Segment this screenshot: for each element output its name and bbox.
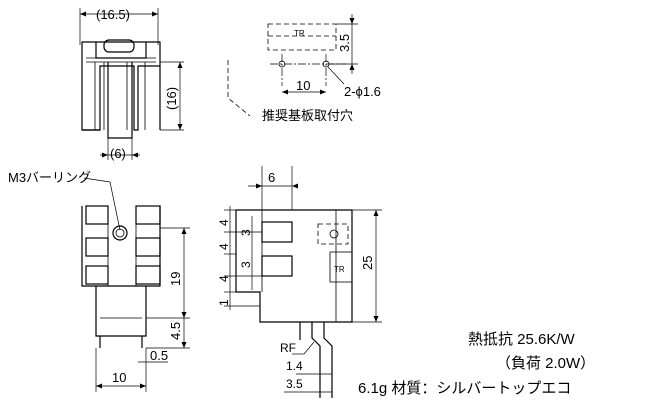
spec-thermal: 熱抵抗 25.6K/W [468,331,576,348]
pcb-hole-view: TR 3.5 10 2-ϕ1.6 推奨基板取付穴 [227,14,381,123]
top-view: (16.5) (16) (6) [79,7,184,161]
dim-pcb-h: 3.5 [337,34,352,52]
dim-side-3-5: 3.5 [286,377,303,391]
dim-side-s5: 4 [217,275,231,282]
dim-side-s3: 4 [217,243,231,250]
dim-side-top: 6 [268,170,275,185]
dim-side-s2: 3 [239,229,253,236]
dim-pcb-pitch: 10 [296,78,310,93]
spec-block: 熱抵抗 25.6K/W （負荷 2.0W） 6.1g 材質：シルバートップエコ [358,331,595,397]
dim-front-fin: 19 [168,272,183,286]
dim-pcb-hole: 2-ϕ1.6 [344,84,381,99]
side-view: 6 TR 4 3 4 3 4 1 25 RF [217,166,382,398]
spec-weight-material: 6.1g 材質：シルバートップエコ [358,379,571,397]
spec-load: （負荷 2.0W） [496,355,595,372]
dim-front-pin: 0.5 [150,348,168,363]
dim-top-height: (16) [164,87,179,110]
dim-top-tab: (6) [110,146,126,161]
label-mount-hole: 推奨基板取付穴 [262,108,353,123]
tr-label-pcb: TR [294,29,305,38]
dim-side-1-4: 1.4 [286,359,303,373]
dim-side-height: 25 [360,256,375,270]
dim-side-s6: 1 [217,299,231,306]
front-view: M3バーリング 19 4.5 0.5 [8,170,190,392]
tr-label-side: TR [334,265,345,274]
dim-side-rf: RF [280,341,296,355]
dim-side-s1: 4 [217,219,231,226]
dim-side-s4: 3 [239,261,253,268]
dim-front-width: 10 [112,370,126,385]
dim-front-leg: 4.5 [168,322,183,340]
label-m3: M3バーリング [8,170,91,185]
dim-top-width: (16.5) [96,7,130,22]
